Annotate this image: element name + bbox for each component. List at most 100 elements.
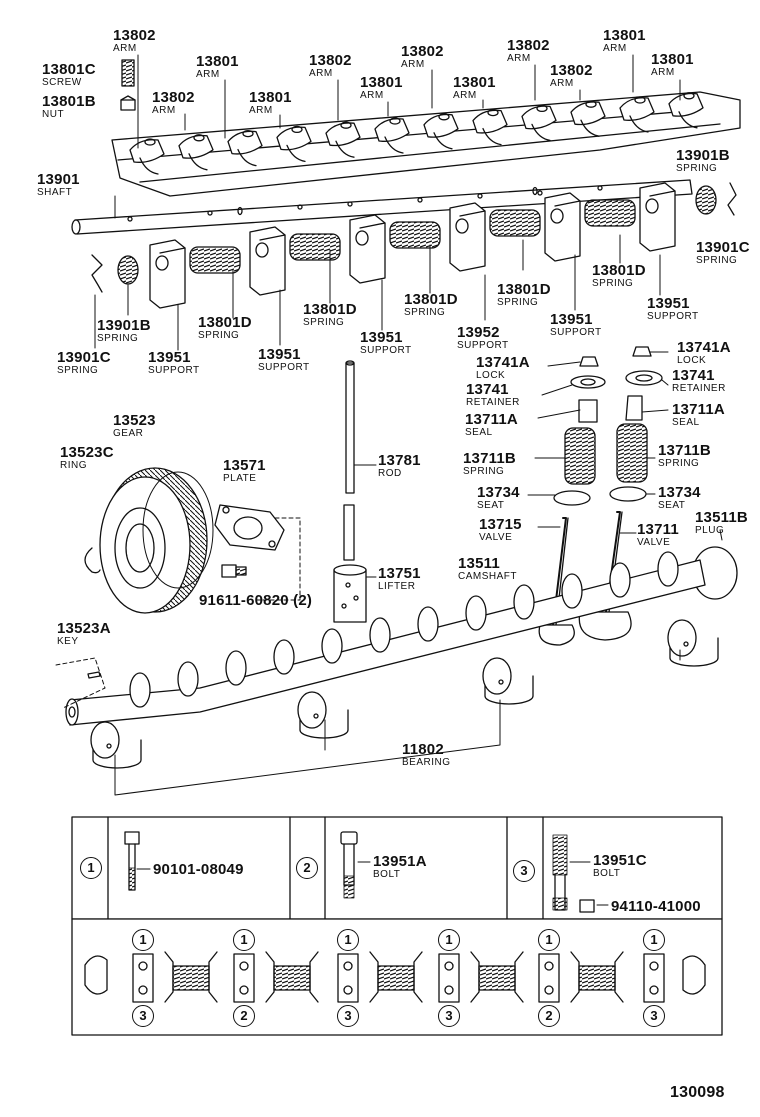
support-bore	[155, 255, 169, 271]
layout-support-hole	[138, 985, 148, 995]
bearing-face	[297, 691, 327, 729]
part-description: RETAINER	[672, 383, 726, 394]
part-number: 13801	[603, 27, 646, 44]
rocker-arm-pivot	[144, 138, 156, 146]
rocker-arm-tip	[237, 148, 257, 167]
part-number: 13951	[647, 295, 690, 312]
support-block	[639, 182, 676, 252]
rocker-support	[249, 226, 341, 296]
rocker-arm-tip	[629, 115, 649, 133]
rocker-arm	[325, 121, 361, 158]
part-number: 13802	[113, 27, 156, 44]
part-description: SPRING	[592, 278, 634, 289]
part-description: ARM	[453, 90, 477, 101]
part-number: 13801B	[42, 93, 96, 110]
push-rod	[343, 360, 377, 561]
layout-spring	[478, 965, 516, 991]
shaft-supports	[149, 182, 676, 309]
rocker-arm-body	[668, 92, 704, 117]
part-number: 13801D	[198, 314, 252, 331]
bearing-oil-hole	[106, 743, 112, 749]
layout-support	[233, 953, 255, 1003]
part-number: 13901B	[676, 147, 730, 164]
part-description: ARM	[113, 43, 137, 54]
rocker-arm-tip	[580, 119, 600, 137]
part-number: 13951	[148, 349, 191, 366]
part-number: 13751	[378, 565, 421, 582]
support-layout-strip	[84, 951, 706, 1003]
layout-bottom-marker: 2	[233, 1005, 255, 1027]
cam-lobe	[369, 617, 391, 653]
bolt-3-desc: BOLT	[593, 868, 621, 879]
bolt-marker-1: 1	[80, 857, 102, 879]
rocker-arm-pivot	[634, 96, 646, 104]
rocker-arm-pivot	[438, 113, 450, 121]
part-description: SPRING	[463, 466, 505, 477]
part-number: 13802	[507, 37, 550, 54]
rocker-arm-tip	[188, 153, 208, 171]
part-description: VALVE	[637, 537, 671, 548]
rocker-arms	[129, 92, 704, 175]
bolt-3-number: 13951C	[593, 852, 647, 869]
cam-lobe	[417, 606, 439, 642]
support-edge	[554, 200, 581, 207]
key-outline	[55, 657, 106, 709]
part-description: SHAFT	[37, 187, 73, 198]
layout-bottom-marker: 3	[643, 1005, 665, 1027]
support-block	[544, 192, 581, 262]
layout-support	[337, 953, 359, 1003]
bolt-table	[71, 816, 723, 920]
part-number: 13901C	[57, 349, 111, 366]
rocker-arm-body	[472, 109, 508, 134]
layout-support-hole	[343, 961, 353, 971]
support-block	[149, 239, 186, 309]
cam-lobe	[513, 584, 535, 620]
layout-support-hole	[343, 985, 353, 995]
layout-spring	[172, 965, 210, 991]
cam-bearing	[667, 619, 719, 667]
part-description: CAMSHAFT	[458, 571, 517, 582]
cam-lobe	[609, 562, 631, 598]
bolt-2-drawing	[340, 831, 371, 899]
rocker-arm-pivot	[242, 129, 254, 138]
part-number: 13951	[550, 311, 593, 328]
bearing-oil-hole	[683, 641, 689, 647]
part-number: 13523C	[60, 444, 114, 461]
rocker-arm-tip	[433, 132, 453, 150]
part-number: 13901B	[97, 317, 151, 334]
part-number: 13511	[458, 555, 500, 572]
leader-lines-mid	[94, 234, 661, 351]
part-number: 13801C	[42, 61, 96, 78]
part-description: SUPPORT	[647, 311, 699, 322]
support-block	[349, 214, 386, 284]
diagram-code: 130098	[670, 1084, 725, 1101]
part-description: SUPPORT	[360, 345, 412, 356]
layout-bottom-marker: 3	[337, 1005, 359, 1027]
layout-support-hole	[138, 961, 148, 971]
layout-top-marker: 1	[337, 929, 359, 951]
part-number: 13734	[658, 484, 701, 501]
cam-lobe	[561, 573, 583, 609]
part-number: 13952	[457, 324, 500, 341]
layout-arm-outline	[265, 951, 319, 1003]
layout-top-marker: 1	[438, 929, 460, 951]
part-description: SPRING	[696, 255, 738, 266]
part-description: LOCK	[677, 355, 707, 366]
rocker-support	[149, 239, 241, 309]
rocker-arm-body	[325, 122, 361, 147]
part-number: 13715	[479, 516, 522, 533]
rocker-support	[544, 192, 636, 262]
